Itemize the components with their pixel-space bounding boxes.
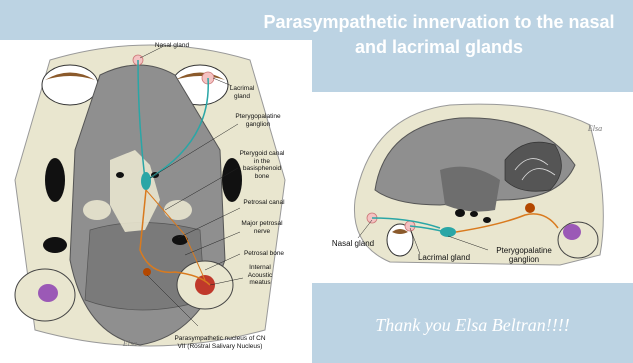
right-nucleus	[525, 203, 535, 213]
right-label-lacrimal-gland: Lacrimal gland	[412, 253, 476, 262]
right-label-nasal-gland: Nasal gland	[327, 239, 379, 248]
right-pterygopalatine-ganglion	[440, 227, 456, 237]
right-label-pterygopalatine-ganglion: Pterygopalatine ganglion	[488, 246, 560, 264]
thanks-text: Thank you Elsa Beltran!!!!	[312, 315, 633, 336]
right-signature: Elsa	[580, 125, 610, 133]
